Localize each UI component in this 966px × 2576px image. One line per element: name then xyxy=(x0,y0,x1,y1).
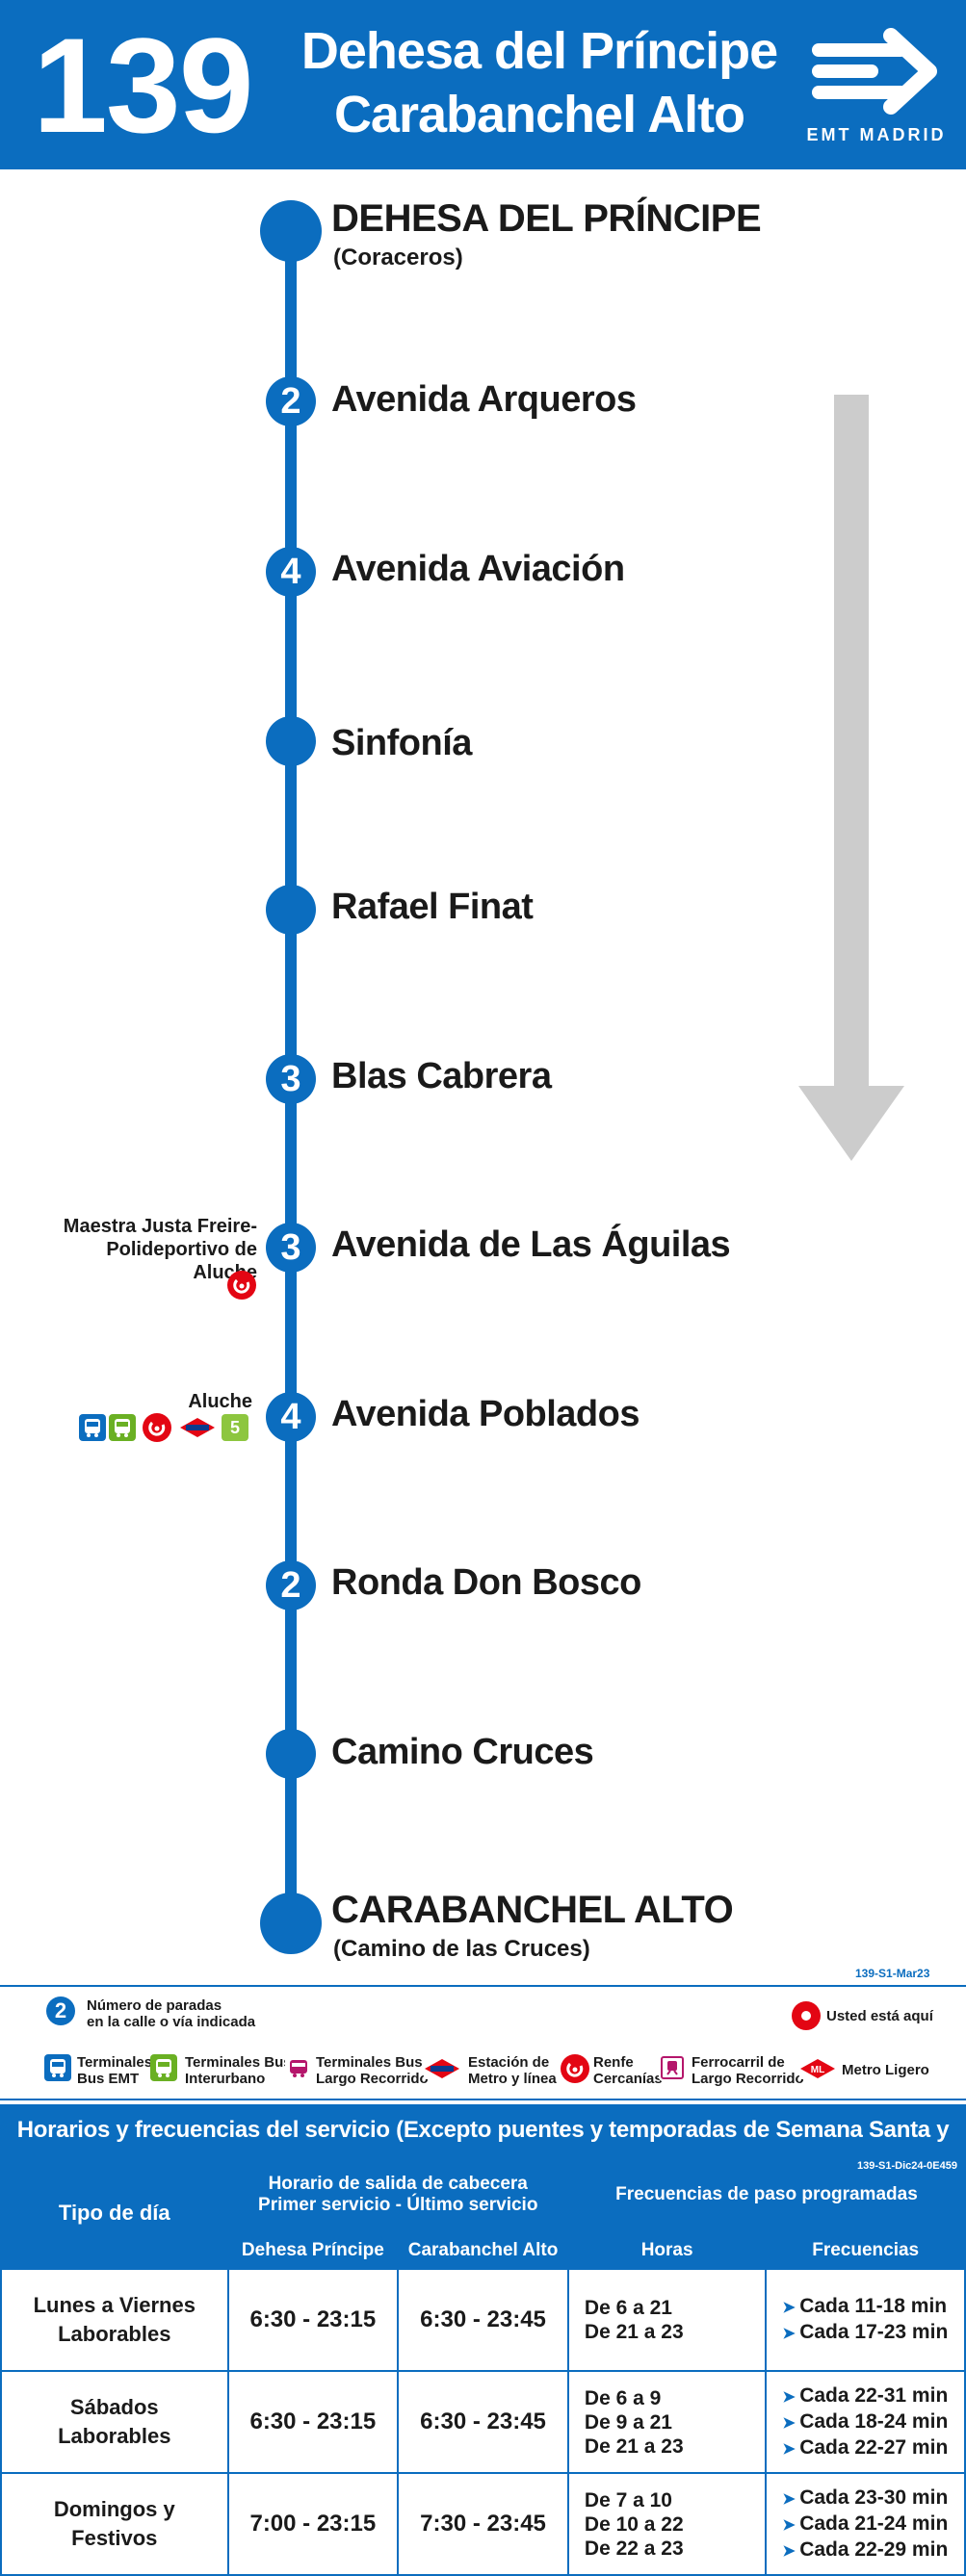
stop-name: Camino Cruces xyxy=(331,1732,594,1772)
dest-times: 6:30 - 23:45 xyxy=(397,2370,569,2474)
stop-name: DEHESA DEL PRÍNCIPE xyxy=(331,197,762,240)
stop-name: Blas Cabrera xyxy=(331,1056,552,1096)
stop-name: Avenida de Las Águilas xyxy=(331,1224,731,1265)
col-frequency: Frecuencias de paso programadas xyxy=(566,2156,966,2233)
stop-subtitle: (Coraceros) xyxy=(333,245,463,270)
long-distance-bus-icon xyxy=(285,2054,312,2081)
origin-times: 7:00 - 23:15 xyxy=(226,2472,400,2576)
connection-label: Aluche xyxy=(188,1391,252,1412)
svg-text:ML: ML xyxy=(811,2065,824,2075)
connection-line1: Maestra Justa Freire- xyxy=(63,1216,257,1237)
stop-count-badge: 4 xyxy=(266,547,316,597)
interurban-bus-terminal-icon xyxy=(150,2054,177,2081)
sub-hours: Horas xyxy=(566,2231,768,2270)
frequencies: Cada 22-31 min Cada 18-24 min Cada 22-27… xyxy=(765,2370,966,2474)
sub-dest: Carabanchel Alto xyxy=(397,2231,569,2270)
interurban-bus-terminal-icon xyxy=(109,1414,136,1441)
legend-stop-count: Número de paradas en la calle o vía indi… xyxy=(87,1997,256,2030)
day-type: Sábados Laborables xyxy=(0,2370,229,2474)
stop-name: Rafael Finat xyxy=(331,887,534,927)
stop-marker xyxy=(260,1893,322,1954)
you-are-here-icon xyxy=(792,2001,821,2030)
hour-ranges: De 6 a 21 De 21 a 23 xyxy=(566,2268,768,2372)
map-code: 139-S1-Mar23 xyxy=(855,1967,930,1980)
emt-bus-terminal-icon xyxy=(79,1414,106,1441)
table-row: Domingos y Festivos 7:00 - 23:15 7:30 - … xyxy=(0,2472,966,2576)
legend-you-are-here: Usted está aquí xyxy=(826,2008,933,2024)
legend: 2 Número de paradas en la calle o vía in… xyxy=(0,1985,966,2100)
stop-count-badge: 2 xyxy=(266,1560,316,1610)
stop-name: Avenida Aviación xyxy=(331,549,625,589)
stop-marker xyxy=(260,200,322,262)
legend-item: Metro Ligero xyxy=(842,2062,929,2078)
day-type: Domingos y Festivos xyxy=(0,2472,229,2576)
hour-ranges: De 7 a 10 De 10 a 22 De 22 a 23 xyxy=(566,2472,768,2576)
operator-name: EMT MADRID xyxy=(806,125,947,144)
metro-ligero-icon: ML xyxy=(799,2058,836,2079)
day-type: Lunes a Viernes Laborables xyxy=(0,2268,229,2372)
stop-count-legend-badge: 2 xyxy=(46,1996,75,2025)
stop-name: Avenida Poblados xyxy=(331,1394,640,1434)
route-title: Dehesa del Príncipe Carabanchel Alto xyxy=(289,19,790,146)
route-origin: Dehesa del Príncipe xyxy=(300,22,778,80)
stop-name: Ronda Don Bosco xyxy=(331,1562,641,1603)
frequencies: Cada 11-18 min Cada 17-23 min xyxy=(765,2268,966,2372)
connection-line2: Polideportivo de Aluche xyxy=(106,1239,257,1283)
emt-bus-terminal-icon xyxy=(44,2054,71,2081)
stop-subtitle: (Camino de las Cruces) xyxy=(333,1936,590,1962)
long-distance-rail-icon xyxy=(659,2054,686,2081)
stop-count-badge: 4 xyxy=(266,1392,316,1442)
schedule-title: Horarios y frecuencias del servicio (Exc… xyxy=(0,2104,966,2195)
frequencies: Cada 23-30 min Cada 21-24 min Cada 22-29… xyxy=(765,2472,966,2576)
stop-count-badge: 3 xyxy=(266,1054,316,1104)
hour-ranges: De 6 a 9 De 9 a 21 De 21 a 23 xyxy=(566,2370,768,2474)
stop-marker xyxy=(266,1729,316,1779)
route-header: 139 Dehesa del Príncipe Carabanchel Alto… xyxy=(0,0,966,169)
line-number: 139 xyxy=(33,10,254,161)
table-row: Sábados Laborables 6:30 - 23:15 6:30 - 2… xyxy=(0,2370,966,2474)
metro-icon xyxy=(424,2058,460,2079)
direction-arrow xyxy=(834,395,869,1088)
dest-times: 6:30 - 23:45 xyxy=(397,2268,569,2372)
emt-logo-icon xyxy=(812,28,937,115)
metro-icon xyxy=(179,1417,216,1438)
stop-count-badge: 2 xyxy=(266,376,316,426)
route-destination: Carabanchel Alto xyxy=(333,86,745,143)
origin-times: 6:30 - 23:15 xyxy=(226,2370,400,2474)
emt-logo: EMT MADRID xyxy=(799,21,953,156)
table-row: Lunes a Viernes Laborables 6:30 - 23:15 … xyxy=(0,2268,966,2372)
renfe-icon xyxy=(143,1413,171,1442)
stop-marker xyxy=(266,885,316,935)
stop-name: Sinfonía xyxy=(331,723,472,763)
sub-origin: Dehesa Príncipe xyxy=(226,2231,400,2270)
table-code: 139-S1-Dic24-0E459 xyxy=(857,2160,957,2172)
direction-arrow-head xyxy=(798,1086,904,1161)
col-daytype: Tipo de día xyxy=(0,2156,229,2270)
metro-line-badge: 5 xyxy=(222,1414,248,1441)
sub-freq: Frecuencias xyxy=(765,2231,966,2270)
stop-name: CARABANCHEL ALTO xyxy=(331,1889,734,1931)
stop-count-badge: 3 xyxy=(266,1223,316,1273)
schedule-table: Tipo de día Horario de salida de cabecer… xyxy=(0,2156,966,2576)
col-departure: Horario de salida de cabecera Primer ser… xyxy=(226,2156,569,2233)
stop-name: Avenida Arqueros xyxy=(331,379,637,420)
connection-label: Maestra Justa Freire- Polideportivo de A… xyxy=(39,1215,257,1284)
dest-times: 7:30 - 23:45 xyxy=(397,2472,569,2576)
stop-marker xyxy=(266,716,316,766)
origin-times: 6:30 - 23:15 xyxy=(226,2268,400,2372)
renfe-icon xyxy=(561,2054,589,2083)
renfe-icon xyxy=(227,1271,256,1300)
